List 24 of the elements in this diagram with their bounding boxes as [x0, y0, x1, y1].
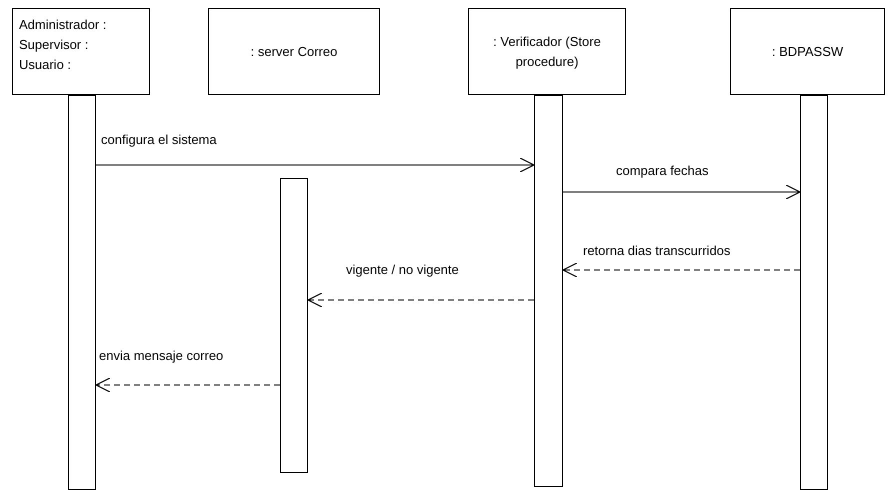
- lifeline-header: [12, 8, 150, 95]
- lifeline-name: Administrador :: [19, 16, 106, 34]
- lifeline-header: [208, 8, 380, 95]
- lifeline-name: : Verificador (Store procedure): [492, 32, 602, 71]
- message-arrow: [562, 184, 801, 200]
- message-label: vigente / no vigente: [345, 262, 460, 277]
- activation-bar: [800, 95, 828, 490]
- lifeline-name: : BDPASSW: [772, 42, 844, 60]
- lifeline-header: [730, 8, 885, 95]
- activation-bar: [68, 95, 96, 490]
- message-arrow: [96, 157, 535, 173]
- message-arrow: [562, 262, 800, 278]
- message-label: envia mensaje correo: [98, 348, 224, 363]
- message-arrow: [307, 292, 534, 308]
- lifeline-header: [468, 8, 626, 95]
- message-arrow: [95, 377, 280, 393]
- activation-bar: [280, 178, 308, 473]
- lifeline-name: Usuario :: [19, 56, 72, 74]
- message-label: configura el sistema: [100, 132, 218, 147]
- message-label: retorna dias transcurridos: [582, 243, 732, 258]
- activation-bar: [534, 95, 563, 487]
- message-label: compara fechas: [615, 163, 710, 178]
- lifeline-name: Supervisor :: [19, 36, 88, 54]
- lifeline-name: : server Correo: [250, 42, 338, 60]
